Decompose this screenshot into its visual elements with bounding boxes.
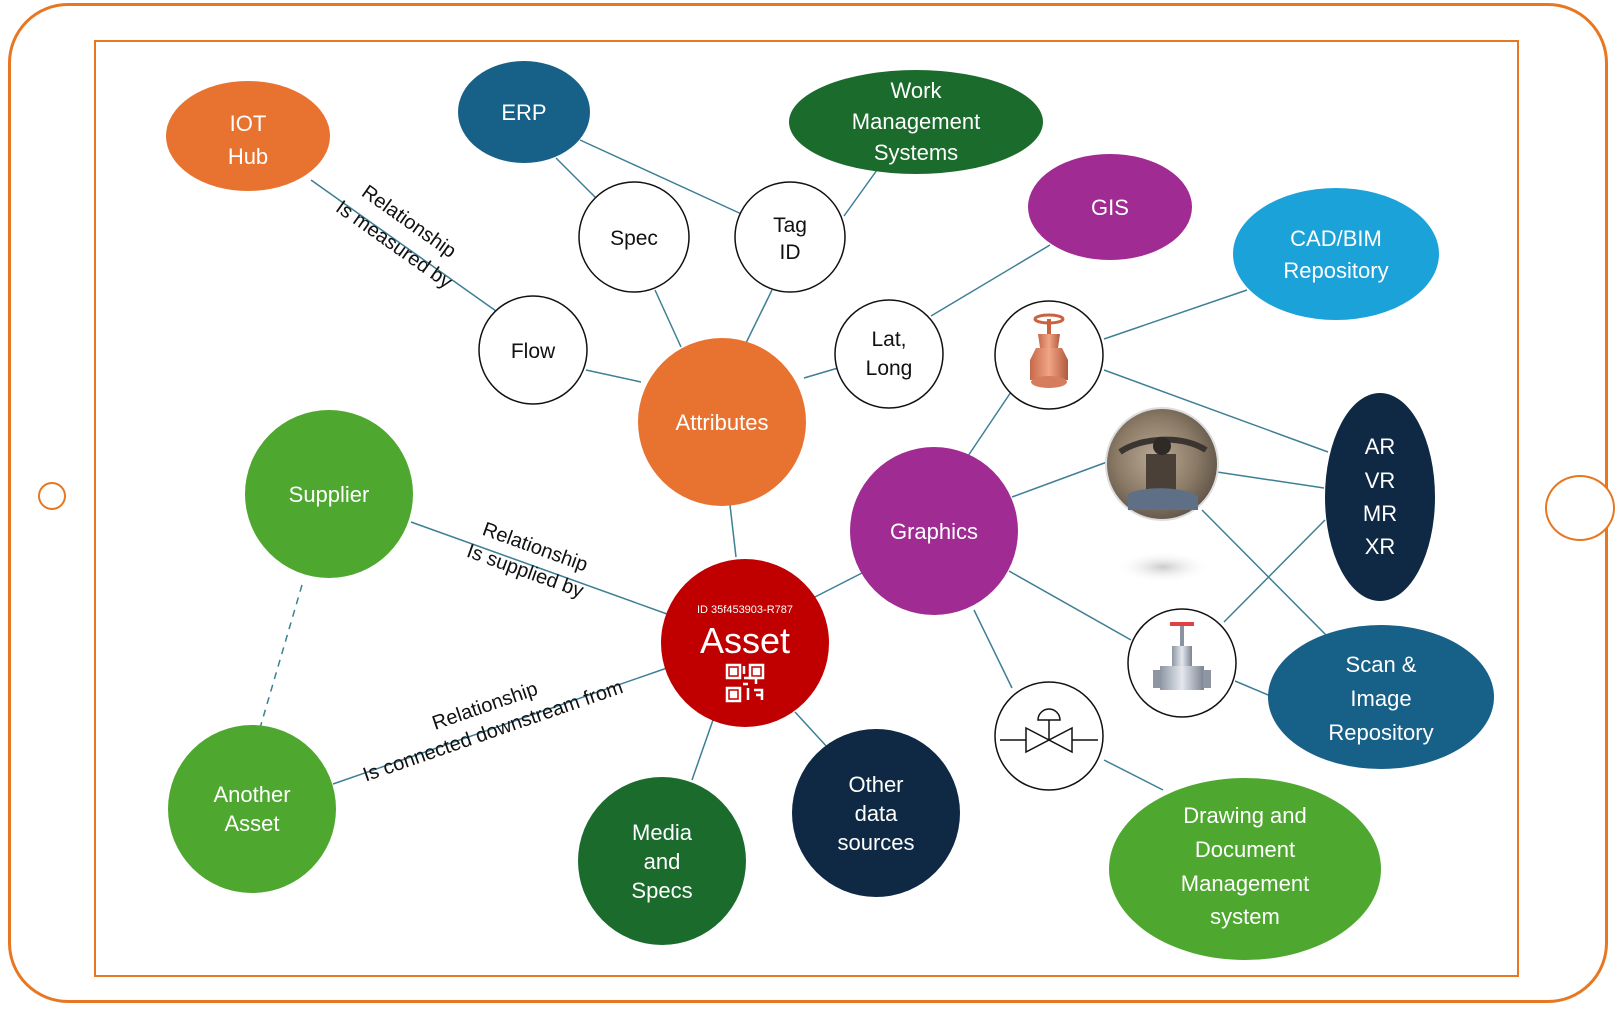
link-asset-another	[332, 667, 668, 785]
erp-node	[458, 61, 590, 163]
other-sources-node	[792, 729, 960, 897]
work-mgmt-label-2: Management	[852, 109, 980, 134]
valve-symbol-icon	[994, 681, 1104, 791]
link-attributes-latlong	[803, 367, 839, 379]
lat-long-node	[834, 299, 944, 409]
attributes-label: Attributes	[676, 410, 769, 435]
drawing-label-4: system	[1210, 904, 1280, 929]
link-supplier-another-dashed	[259, 584, 303, 729]
tag-id-label-2: ID	[780, 241, 801, 264]
lat-long-label-1: Lat,	[871, 328, 906, 351]
link-photo-scan	[1201, 509, 1330, 639]
link-asset-other	[794, 711, 829, 749]
scan-label-2: Image	[1350, 686, 1411, 711]
drawing-label-2: Document	[1195, 837, 1295, 862]
mr-label: MR	[1363, 501, 1397, 526]
link-latlong-gis	[930, 244, 1051, 317]
another-asset-node	[168, 725, 336, 893]
link-attributes-asset	[729, 504, 737, 558]
flow-label: Flow	[511, 340, 556, 363]
graphics-label: Graphics	[890, 519, 978, 544]
another-asset-label-1: Another	[213, 782, 290, 807]
link-graphics-render	[967, 391, 1012, 457]
ar-vr-node	[1325, 393, 1435, 601]
media-specs-node	[578, 777, 746, 945]
link-photo-ar	[1216, 471, 1325, 489]
tag-id-node	[734, 181, 846, 293]
gate-valve-icon	[1127, 608, 1237, 718]
media-label-3: Specs	[631, 878, 692, 903]
link-render-ar	[1103, 369, 1329, 453]
supplier-node	[245, 410, 413, 578]
qr-code-icon	[725, 663, 765, 703]
valve-photo-icon	[1105, 407, 1219, 583]
gis-node	[1028, 154, 1192, 260]
graphics-node	[850, 447, 1018, 615]
lat-long-label-2: Long	[866, 357, 913, 380]
supplier-label: Supplier	[289, 482, 370, 507]
asset-hub-node	[661, 559, 829, 727]
drawing-label-1: Drawing and	[1183, 803, 1307, 828]
link-attributes-flow	[585, 369, 642, 383]
asset-title: Asset	[700, 620, 790, 661]
link-tag-work	[843, 169, 878, 217]
cad-bim-node	[1233, 188, 1439, 320]
link-render-cad	[1103, 289, 1248, 340]
media-label-2: and	[644, 849, 681, 874]
link-graphics-symbol	[973, 609, 1013, 689]
link-symbol-drawing	[1103, 759, 1164, 791]
spec-label: Spec	[610, 227, 658, 250]
link-attributes-tag	[744, 289, 773, 346]
flow-node	[478, 295, 588, 405]
iot-hub-node	[166, 81, 330, 191]
link-asset-supplier	[410, 521, 668, 615]
link-asset-media	[691, 719, 714, 781]
other-label-1: Other	[848, 772, 903, 797]
gis-label: GIS	[1091, 195, 1129, 220]
drawing-doc-node	[1109, 778, 1381, 960]
link-tag-erp	[579, 139, 749, 218]
link-gatevalve-ar	[1223, 519, 1326, 623]
cad-bim-label-2: Repository	[1283, 258, 1388, 283]
scan-label-1: Scan &	[1346, 652, 1417, 677]
other-label-2: data	[855, 801, 899, 826]
work-mgmt-label-1: Work	[891, 78, 943, 103]
drawing-label-3: Management	[1181, 871, 1309, 896]
tag-id-label-1: Tag	[773, 214, 807, 237]
xr-label: XR	[1365, 534, 1396, 559]
attributes-node	[638, 338, 806, 506]
iot-hub-label-1: IOT	[230, 111, 267, 136]
link-flow-iothub	[310, 179, 497, 312]
iot-hub-label-2: Hub	[228, 144, 268, 169]
scan-image-node	[1268, 625, 1494, 769]
link-spec-erp	[555, 157, 601, 203]
cad-bim-label-1: CAD/BIM	[1290, 226, 1382, 251]
erp-label: ERP	[501, 100, 546, 125]
link-graphics-gatevalve	[1008, 570, 1132, 641]
asset-id-text: ID 35f453903-R787	[697, 604, 793, 616]
link-graphics-photo	[1011, 461, 1108, 498]
another-asset-label-2: Asset	[224, 811, 279, 836]
work-management-node	[789, 70, 1043, 174]
vr-label: VR	[1365, 468, 1396, 493]
link-asset-graphics	[808, 572, 863, 601]
left-camera-dot	[38, 482, 66, 510]
work-mgmt-label-3: Systems	[874, 140, 958, 165]
valve-render-icon	[994, 300, 1104, 410]
right-home-button	[1545, 475, 1615, 541]
scan-label-3: Repository	[1328, 720, 1433, 745]
link-gatevalve-scan	[1234, 680, 1274, 698]
other-label-3: sources	[837, 830, 914, 855]
link-attributes-spec	[654, 289, 682, 348]
media-label-1: Media	[632, 820, 693, 845]
spec-node	[578, 181, 690, 293]
ar-label: AR	[1365, 434, 1396, 459]
